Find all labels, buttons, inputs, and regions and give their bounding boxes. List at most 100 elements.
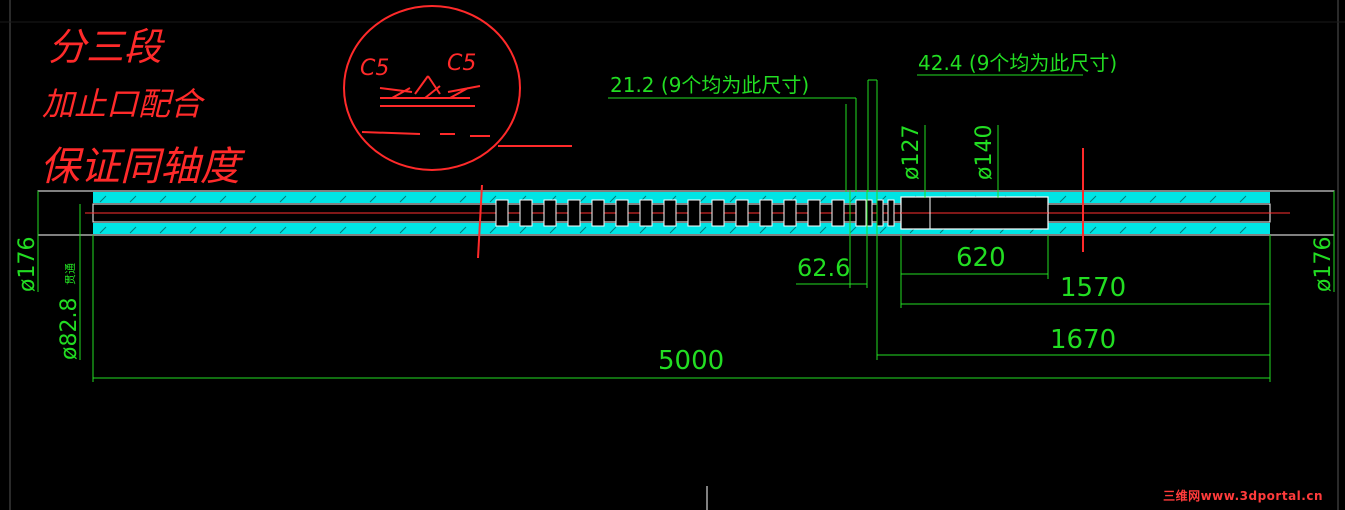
- detail-dash-line: [361, 131, 572, 147]
- slot: [831, 199, 845, 227]
- detail-weld-sketch: [379, 75, 481, 107]
- slot: [887, 199, 895, 227]
- slot: [783, 199, 797, 227]
- dim-82-8-suffix: 贯通: [64, 263, 77, 285]
- hatch-mark: [1209, 195, 1217, 203]
- hatch-mark: [699, 226, 707, 234]
- slot: [519, 199, 533, 227]
- dim-5000-label: 5000: [658, 346, 724, 376]
- dim-176-left-label: ø176: [15, 237, 40, 292]
- dim-1670-label: 1670: [1050, 325, 1116, 355]
- hatch-mark: [699, 195, 707, 203]
- hatch-mark: [429, 226, 437, 234]
- hatch-mark: [1089, 195, 1097, 203]
- hatch-mark: [579, 226, 587, 234]
- hatch-mark: [309, 226, 317, 234]
- hatch-mark: [189, 195, 197, 203]
- hatch-mark: [339, 195, 347, 203]
- hatch-mark: [99, 226, 107, 234]
- slot: [687, 199, 701, 227]
- slot: [615, 199, 629, 227]
- handwritten-notes: 分三段 加止口配合 保证同轴度: [40, 25, 246, 190]
- hatch-mark: [579, 195, 587, 203]
- hatch-mark: [1179, 226, 1187, 234]
- chamfer-detail-callout: [343, 5, 1084, 259]
- hatch-mark: [789, 226, 797, 234]
- hatch-mark: [99, 195, 107, 203]
- slot: [759, 199, 773, 227]
- hatch-mark: [1239, 226, 1247, 234]
- hatch-mark: [1209, 226, 1217, 234]
- hatch-mark: [279, 195, 287, 203]
- hatch-mark: [1089, 226, 1097, 234]
- slot-array: [495, 199, 895, 227]
- hatch-mark: [759, 226, 767, 234]
- wall-hatching: [99, 195, 1247, 234]
- hatch-mark: [249, 226, 257, 234]
- slot: [543, 199, 557, 227]
- hatch-mark: [369, 226, 377, 234]
- dimension-lines: [37, 74, 1335, 382]
- hatch-mark: [609, 226, 617, 234]
- detail-circle: [343, 5, 521, 171]
- hatch-mark: [459, 195, 467, 203]
- slot: [711, 199, 725, 227]
- dim-62-6-label: 62.6: [797, 254, 850, 282]
- hatch-mark: [519, 226, 527, 234]
- slot: [876, 199, 884, 227]
- hatch-mark: [129, 195, 137, 203]
- hatch-mark: [1119, 226, 1127, 234]
- hatch-mark: [1149, 226, 1157, 234]
- hatch-mark: [879, 226, 887, 234]
- slot: [567, 199, 581, 227]
- hatch-mark: [489, 195, 497, 203]
- hatch-mark: [669, 226, 677, 234]
- slot: [639, 199, 653, 227]
- hatch-mark: [399, 195, 407, 203]
- hatch-mark: [219, 226, 227, 234]
- shaft: [37, 190, 1335, 236]
- slot: [591, 199, 605, 227]
- hatch-mark: [339, 226, 347, 234]
- hatch-mark: [489, 226, 497, 234]
- watermark: 三维网www.3dportal.cn: [1163, 489, 1323, 503]
- hatch-mark: [399, 226, 407, 234]
- note-line2: 加止口配合: [42, 85, 205, 123]
- slot: [495, 199, 509, 227]
- hatch-mark: [249, 195, 257, 203]
- hatch-mark: [609, 195, 617, 203]
- hatch-mark: [1059, 195, 1067, 203]
- hatch-mark: [729, 226, 737, 234]
- hatch-mark: [159, 195, 167, 203]
- slot: [663, 199, 677, 227]
- chamfer-right-label: C5: [447, 51, 476, 76]
- hatch-mark: [549, 226, 557, 234]
- hatch-mark: [819, 226, 827, 234]
- slot: [807, 199, 821, 227]
- dim-21-2-label: 21.2 (9个均为此尺寸): [610, 73, 809, 97]
- dim-1570-label: 1570: [1060, 273, 1126, 303]
- cut-mark-left: [477, 184, 483, 259]
- hatch-mark: [429, 195, 437, 203]
- hatch-mark: [309, 195, 317, 203]
- dim-140-label: ø140: [972, 125, 997, 180]
- slot: [735, 199, 749, 227]
- dim-82-8-label: ø82.8: [57, 298, 82, 360]
- hatch-mark: [639, 226, 647, 234]
- hatch-mark: [129, 226, 137, 234]
- dim-620-label: 620: [956, 243, 1006, 273]
- hatch-mark: [729, 195, 737, 203]
- hatch-mark: [1179, 195, 1187, 203]
- hatch-mark: [819, 195, 827, 203]
- slot: [865, 199, 873, 227]
- shaft-upper-wall: [93, 192, 1270, 203]
- note-line3: 保证同轴度: [40, 144, 246, 190]
- hatch-mark: [849, 195, 857, 203]
- note-line1: 分三段: [48, 25, 165, 69]
- hatch-mark: [1239, 195, 1247, 203]
- dim-127-label: ø127: [899, 125, 924, 180]
- dimension-texts: 21.2 (9个均为此尺寸) 42.4 (9个均为此尺寸) ø127 ø140 …: [15, 51, 1336, 376]
- hatch-mark: [219, 195, 227, 203]
- hatch-mark: [459, 226, 467, 234]
